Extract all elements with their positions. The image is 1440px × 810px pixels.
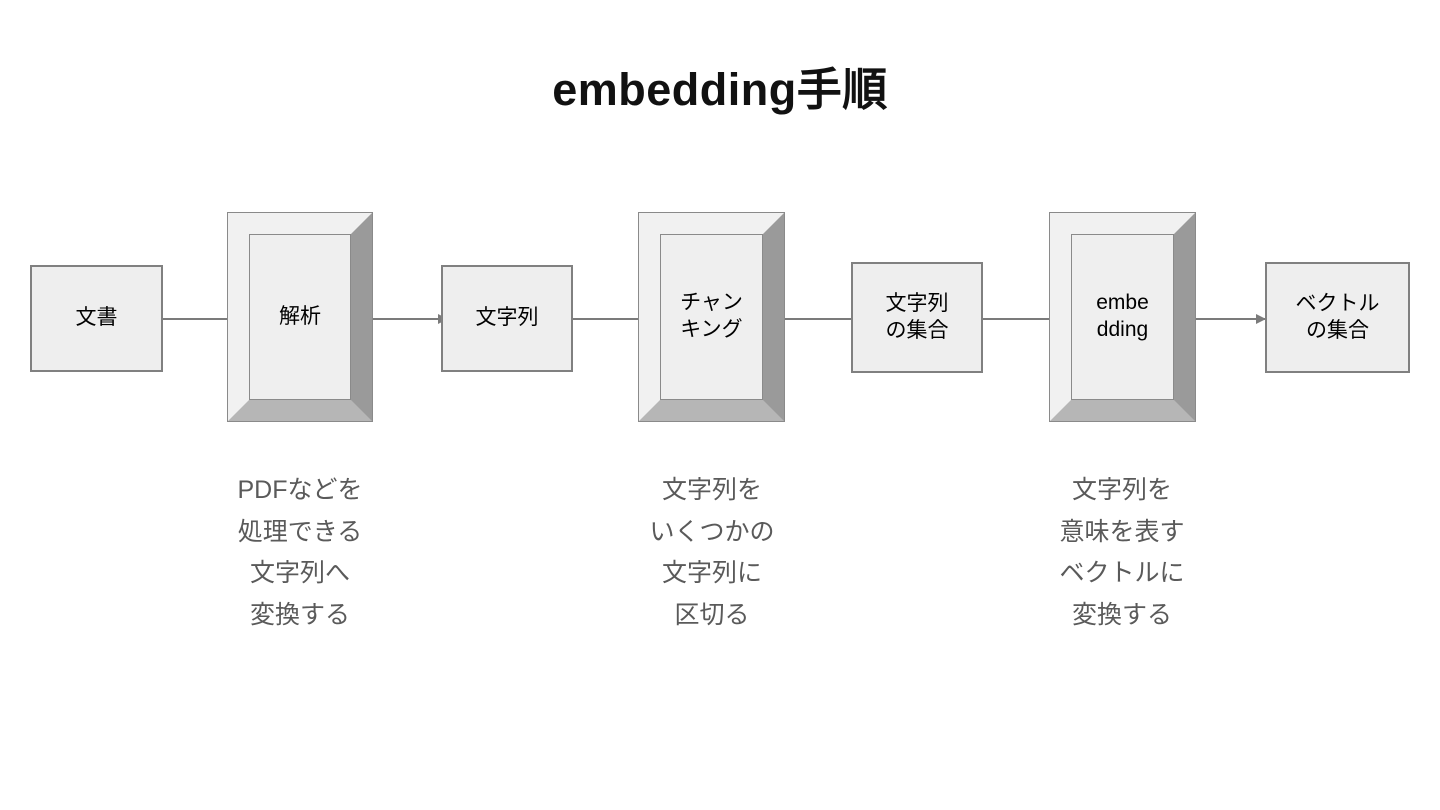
node-string[interactable]: 文字列 [441,265,573,372]
node-embedding-label: embe dding [1096,291,1149,341]
caption-chunking: 文字列を いくつかの 文字列に 区切る [649,476,775,629]
bevel-inner-face-parse [249,234,351,400]
connector-string-to-chunking [573,318,648,320]
node-document-label: 文書 [75,306,118,330]
bevel-inner-face-embedding [1071,234,1174,400]
node-parse-label: 解析 [279,304,321,328]
node-chunking[interactable]: チャン キング [638,212,785,422]
connector-chunking-to-string-set [785,318,861,320]
node-document[interactable]: 文書 [30,265,163,372]
caption-embedding: 文字列を 意味を表す ベクトルに 変換する [1059,476,1185,629]
connector-parse-to-string [373,318,447,320]
node-vector-set[interactable]: ベクトル の集合 [1265,262,1410,373]
node-string-set[interactable]: 文字列 の集合 [851,262,983,373]
bevel-inner-face-chunking [660,234,763,400]
page-title: embedding手順 [552,64,888,115]
connector-embedding-to-vector-set [1196,318,1265,320]
connector-string-set-to-embedding [983,318,1059,320]
node-vector-set-label: ベクトル の集合 [1295,291,1380,342]
node-string-label: 文字列 [475,306,539,330]
node-parse[interactable]: 解析 [227,212,373,422]
bevel-frame-chunking [639,213,784,421]
node-embedding[interactable]: embe dding [1049,212,1196,422]
caption-parse: PDFなどを 処理できる 文字列へ 変換する [237,476,363,629]
bevel-frame-parse [228,213,372,421]
node-chunking-label: チャン キング [680,291,743,341]
node-string-set-label: 文字列 の集合 [885,291,949,342]
bevel-frame-embedding [1050,213,1195,421]
connector-document-to-parse [163,318,237,320]
